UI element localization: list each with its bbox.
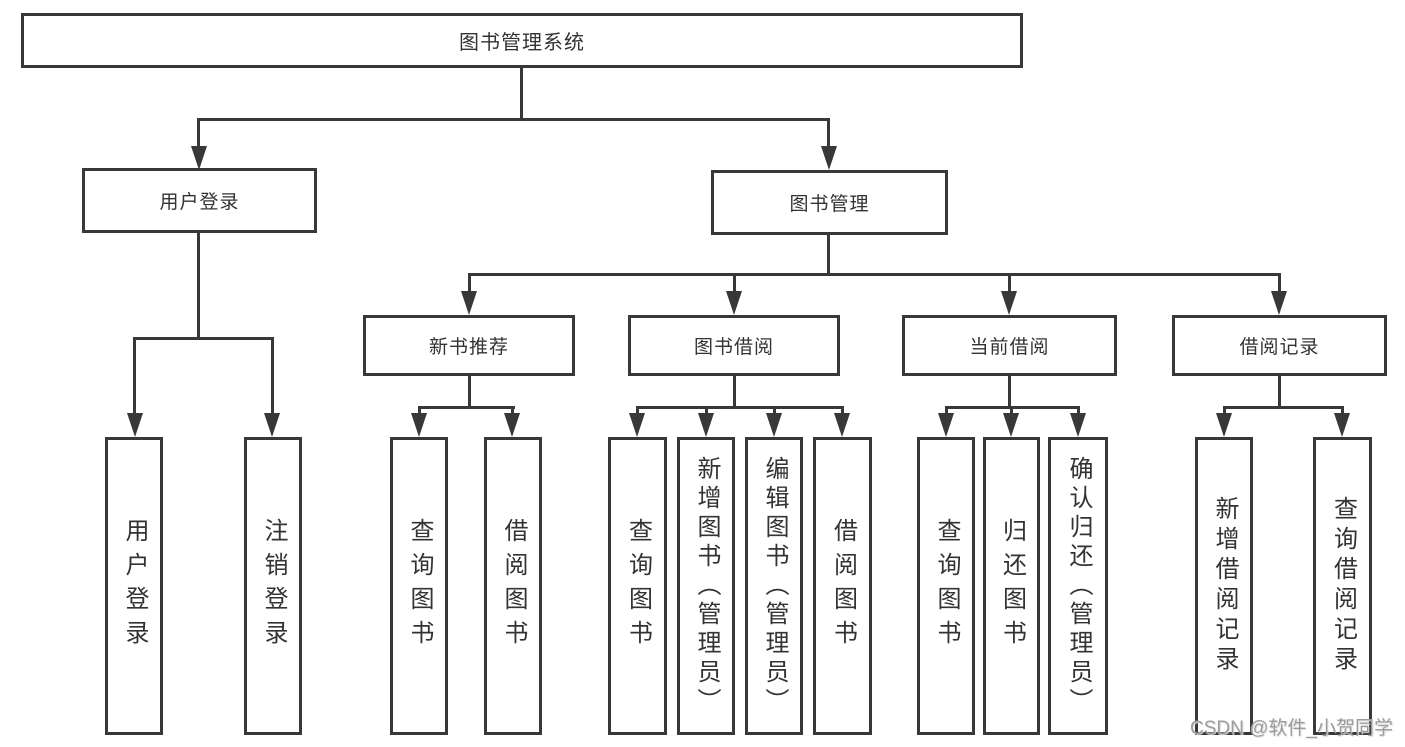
leaf-recommend-borrow-book-label: 借阅图书: [500, 518, 527, 654]
connector-drop-cb-return: [1010, 406, 1013, 415]
connector-drop-br-query: [1341, 406, 1344, 415]
arrowhead-bb-borrow: [834, 413, 850, 437]
leaf-records-add-record: 新增借阅记录: [1195, 437, 1253, 735]
leaf-borrow-query-book: 查询图书: [608, 437, 667, 735]
connector-drop-cb-confirm: [1077, 406, 1080, 415]
node-book-management-label: 图书管理: [789, 194, 870, 215]
connector-drop-bb-borrow: [841, 406, 844, 415]
connector-new-book-stem: [468, 376, 471, 406]
node-book-borrow-label: 图书借阅: [693, 337, 774, 358]
connector-book-borrow-stem: [733, 376, 736, 406]
arrowhead-borrow-records: [1271, 291, 1287, 315]
connector-user-login-stem: [197, 233, 200, 337]
connector-new-book-rail: [418, 406, 515, 409]
arrowhead-bb-edit: [766, 413, 782, 437]
leaf-user-login-label: 用户登录: [121, 518, 148, 654]
connector-drop-book-management: [827, 118, 830, 148]
connector-root-stem: [520, 68, 523, 118]
connector-drop-bb-query: [636, 406, 639, 415]
node-new-book-recommend-label: 新书推荐: [428, 337, 509, 358]
connector-book-management-stem: [827, 235, 830, 273]
node-borrow-records-label: 借阅记录: [1239, 337, 1320, 358]
leaf-current-confirm-return-admin: 确认归还（管理员）: [1048, 437, 1108, 735]
leaf-current-query-book-label: 查询图书: [933, 518, 960, 654]
arrowhead-current-borrow: [1001, 291, 1017, 315]
connector-drop-leaf-logout: [271, 337, 274, 415]
node-user-login-label: 用户登录: [159, 192, 240, 213]
connector-current-borrow-stem: [1008, 376, 1011, 406]
arrowhead-leaf-logout: [264, 413, 280, 437]
node-book-management: 图书管理: [711, 170, 948, 235]
arrowhead-cb-return: [1003, 413, 1019, 437]
connector-drop-br-add: [1223, 406, 1226, 415]
leaf-borrow-edit-book-admin-label: 编辑图书（管理员）: [761, 455, 788, 717]
leaf-borrow-add-book-admin-label: 新增图书（管理员）: [693, 455, 720, 717]
leaf-logout: 注销登录: [244, 437, 302, 735]
leaf-borrow-query-book-label: 查询图书: [624, 518, 652, 654]
arrowhead-cb-confirm: [1070, 413, 1086, 437]
leaf-current-return-book-label: 归还图书: [998, 518, 1026, 654]
leaf-logout-label: 注销登录: [260, 518, 287, 654]
connector-drop-bb-add: [705, 406, 708, 415]
leaf-records-query-record-label: 查询借阅记录: [1329, 496, 1357, 676]
arrowhead-new-book: [461, 291, 477, 315]
connector-drop-borrow-records: [1278, 273, 1281, 291]
arrowhead-bb-add: [698, 413, 714, 437]
arrowhead-user-login: [191, 146, 207, 170]
arrowhead-book-borrow: [726, 291, 742, 315]
connector-level3-rail: [468, 273, 1281, 276]
node-user-login: 用户登录: [82, 168, 317, 233]
leaf-borrow-borrow-book-label: 借阅图书: [829, 518, 857, 654]
csdn-watermark: CSDN @软件_小贺同学: [1190, 718, 1393, 739]
leaf-current-return-book: 归还图书: [983, 437, 1040, 735]
connector-drop-bb-edit: [773, 406, 776, 415]
arrowhead-book-management: [821, 146, 837, 170]
leaf-borrow-borrow-book: 借阅图书: [813, 437, 872, 735]
connector-borrow-records-stem: [1278, 376, 1281, 406]
connector-drop-book-borrow: [733, 273, 736, 291]
node-borrow-records: 借阅记录: [1172, 315, 1387, 376]
connector-drop-nb-query: [418, 406, 421, 415]
arrowhead-br-query: [1334, 413, 1350, 437]
leaf-user-login: 用户登录: [105, 437, 163, 735]
connector-user-login-rail: [133, 337, 274, 340]
node-current-borrow-label: 当前借阅: [969, 337, 1050, 358]
leaf-records-add-record-label: 新增借阅记录: [1211, 496, 1238, 676]
connector-drop-user-login: [197, 118, 200, 148]
connector-drop-leaf-login: [133, 337, 136, 415]
connector-book-borrow-rail: [636, 406, 844, 409]
leaf-current-confirm-return-admin-label: 确认归还（管理员）: [1065, 455, 1092, 717]
leaf-current-query-book: 查询图书: [917, 437, 975, 735]
leaf-recommend-query-book: 查询图书: [390, 437, 448, 735]
leaf-borrow-add-book-admin: 新增图书（管理员）: [677, 437, 735, 735]
leaf-borrow-edit-book-admin: 编辑图书（管理员）: [745, 437, 803, 735]
connector-drop-new-book: [468, 273, 471, 291]
arrowhead-nb-borrow: [504, 413, 520, 437]
node-root-label: 图书管理系统: [459, 32, 585, 54]
leaf-recommend-query-book-label: 查询图书: [406, 518, 433, 654]
connector-drop-current-borrow: [1008, 273, 1011, 291]
node-current-borrow: 当前借阅: [902, 315, 1117, 376]
node-root: 图书管理系统: [21, 13, 1023, 68]
connector-drop-cb-query: [945, 406, 948, 415]
node-book-borrow: 图书借阅: [628, 315, 840, 376]
connector-drop-nb-borrow: [511, 406, 514, 415]
arrowhead-nb-query: [411, 413, 427, 437]
connector-borrow-records-rail: [1223, 406, 1344, 409]
arrowhead-bb-query: [629, 413, 645, 437]
leaf-records-query-record: 查询借阅记录: [1313, 437, 1372, 735]
arrowhead-br-add: [1216, 413, 1232, 437]
arrowhead-leaf-login: [127, 413, 143, 437]
node-new-book-recommend: 新书推荐: [363, 315, 575, 376]
connector-level2-rail: [197, 118, 830, 121]
arrowhead-cb-query: [938, 413, 954, 437]
leaf-recommend-borrow-book: 借阅图书: [484, 437, 542, 735]
